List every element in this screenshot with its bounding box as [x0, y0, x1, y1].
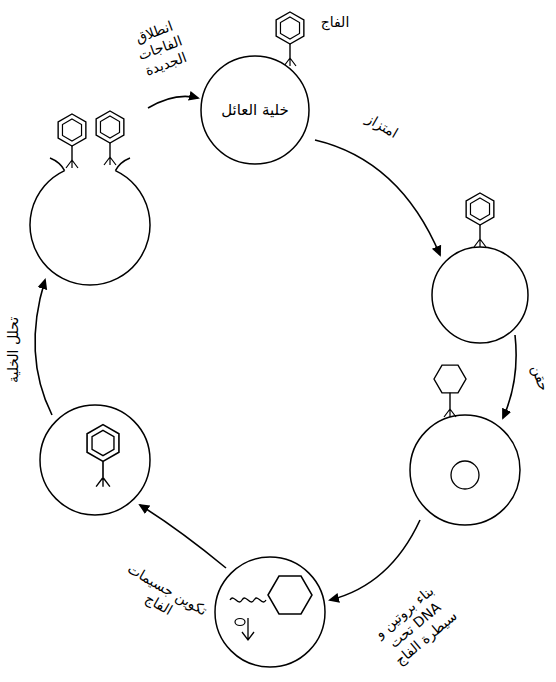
cycle-arrow — [315, 140, 440, 255]
cycle-arrow — [330, 520, 420, 600]
cycle-arrow — [35, 280, 52, 415]
cycle-arrow — [140, 505, 226, 568]
empty-phage-symbol — [434, 365, 466, 417]
phage-dna — [451, 461, 479, 489]
cell-circle — [410, 415, 520, 525]
node-text: خلية العائل — [221, 101, 289, 119]
stage-label: امتزاز — [363, 110, 401, 142]
phage-symbol — [58, 114, 86, 168]
cycle-arrow — [503, 335, 516, 418]
host-cell: خلية العائل — [200, 55, 310, 165]
protein-blob — [235, 619, 245, 626]
stage-label: انطلاق الفاجات الجديدة — [122, 14, 197, 83]
phage-tail — [242, 618, 254, 640]
phage-head — [268, 576, 312, 614]
stage-label: بناء بروتين و DNA تحت سيطرة الفاج — [361, 574, 470, 677]
cell-circle — [432, 247, 528, 343]
phage-symbol — [276, 12, 304, 66]
dna-strand — [230, 598, 266, 602]
stage-label: الفاج — [321, 14, 350, 31]
burst-cell — [30, 158, 150, 285]
stage-label: حقن — [528, 363, 553, 394]
cell-circle — [215, 557, 325, 667]
cell-circle — [201, 56, 309, 164]
phage-symbol — [87, 425, 119, 487]
cycle-arrow — [148, 96, 198, 108]
stage-label: تكوين جسيمات الفاج — [116, 560, 211, 634]
cell-circle — [40, 405, 150, 515]
stage-label: تحلل الخلية — [5, 317, 22, 383]
phage-symbol — [466, 193, 494, 247]
phage-symbol — [96, 111, 124, 165]
